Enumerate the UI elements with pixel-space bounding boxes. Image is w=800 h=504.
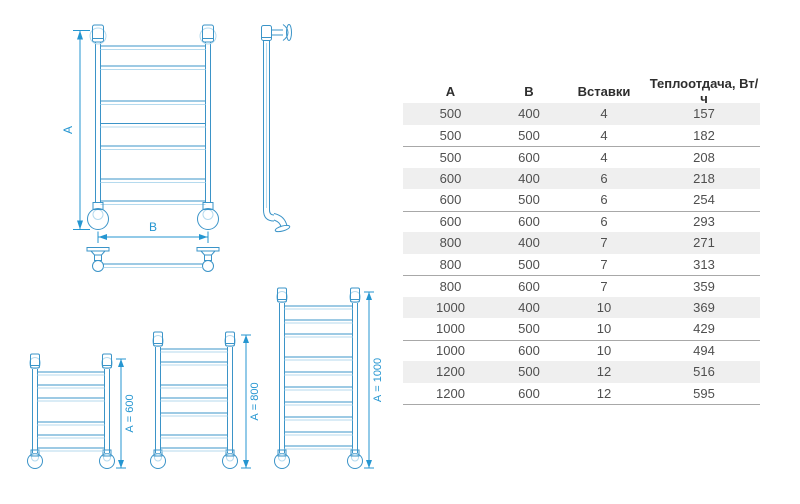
table-header: А В Вставки Теплоотдача, Вт/ч [403,76,760,106]
table-cell: 800 [439,235,462,251]
table-cell: 800 [439,256,462,272]
front-posts [95,42,211,203]
dimension-a: А [61,30,90,230]
table-cell: 218 [693,170,715,186]
table-row: 1000 500 10 429 [403,318,760,340]
col-header-heat-output: Теплоотдача, Вт/ч [649,76,759,106]
spec-table: А В Вставки Теплоотдача, Вт/ч 500 400 4 157… [403,76,760,405]
table-cell: 208 [693,149,715,165]
table-cell: 400 [518,299,540,315]
col-header-inserts: Вставки [577,83,631,99]
table-cell: 182 [693,127,715,143]
table-cell: 313 [693,256,715,272]
table-cell: 600 [518,214,540,230]
variant-height-label: А = 600 [124,394,136,432]
variant-height-label: А = 800 [249,382,261,420]
table-cell: 10 [596,299,612,315]
table-cell: 157 [693,106,715,122]
table-cell: 500 [439,127,462,143]
table-cell: 500 [439,149,462,165]
table-cell: 7 [600,256,608,272]
table-cell: 600 [518,149,540,165]
table-cell: 595 [693,385,715,401]
table-cell: 400 [518,106,540,122]
table-row: 1000 400 10 369 [403,296,760,318]
table-cell: 494 [693,343,715,359]
table-cell: 500 [518,321,540,337]
col-header-b: В [524,83,534,99]
table-cell: 1200 [436,385,465,401]
table-cell: 10 [596,343,612,359]
table-cell: 10 [596,321,612,337]
table-cell: 1200 [436,364,465,380]
table-row: 600 400 6 218 [403,167,760,189]
table-cell: 254 [693,192,715,208]
front-view-drawing: А [61,24,219,243]
table-row: 500 600 4 208 [403,146,760,168]
table-cell: 12 [596,364,612,380]
table-cell: 4 [600,106,608,122]
table-cell: 600 [439,214,462,230]
table-cell: 429 [693,321,715,337]
table-cell: 600 [518,343,540,359]
table-cell: 293 [693,214,715,230]
table-cell: 400 [518,170,540,186]
table-cell: 500 [518,256,540,272]
table-cell: 6 [600,170,608,186]
table-cell: 1000 [436,299,465,315]
table-cell: 400 [518,235,540,251]
table-cell: 500 [518,364,540,380]
table-cell: 1000 [436,343,465,359]
table-cell: 800 [439,278,462,294]
table-cell: 7 [600,278,608,294]
table-row: 800 500 7 313 [403,254,760,276]
table-cell: 500 [518,127,540,143]
dim-label-b: В [149,220,157,234]
table-cell: 600 [439,170,462,186]
table-cell: 600 [518,385,540,401]
front-top-fittings [89,24,217,45]
table-cell: 600 [439,192,462,208]
table-row: 1200 500 12 516 [403,361,760,383]
table-cell: 4 [600,127,608,143]
table-row: 500 400 4 157 [403,103,760,125]
size-variant-drawing-2: А = 800 [150,331,261,469]
table-row: 800 600 7 359 [403,275,760,297]
table-row: 1200 600 12 595 [403,383,760,405]
side-view-drawing [261,24,292,233]
size-variant-drawing-3: А = 1000 [274,287,384,469]
size-variant-drawings: А = 600 А = 800 А = 1000 [27,287,384,469]
dimension-b: В [97,220,209,243]
table-cell: 6 [600,214,608,230]
table-cell: 4 [600,149,608,165]
table-cell: 516 [693,364,715,380]
variant-height-label: А = 1000 [372,358,384,402]
col-header-a: А [445,83,456,99]
table-row: 1000 600 10 494 [403,339,760,362]
table-row: 600 500 6 254 [403,189,760,211]
table-cell: 500 [439,106,462,122]
front-rungs [100,45,206,205]
table-row: 500 500 4 182 [403,125,760,147]
size-variant-drawing-1: А = 600 [27,353,136,469]
table-cell: 600 [518,278,540,294]
bottom-view-drawing [86,247,220,272]
table-cell: 6 [600,192,608,208]
table-cell: 271 [693,235,715,251]
table-cell: 1000 [436,321,465,337]
table-cell: 369 [693,299,715,315]
table-cell: 7 [600,235,608,251]
table-row: 800 400 7 271 [403,232,760,254]
table-row: 600 600 6 293 [403,210,760,233]
table-body: 500 400 4 157 500 500 4 182 500 600 4 208 600 400 6 218… [403,103,760,405]
towel-rail-drawings: А [27,24,384,469]
table-cell: 500 [518,192,540,208]
table-cell: 359 [693,278,715,294]
front-bottom-flanges [87,202,219,230]
table-cell: 12 [596,385,612,401]
dim-label-a: А [61,126,75,134]
